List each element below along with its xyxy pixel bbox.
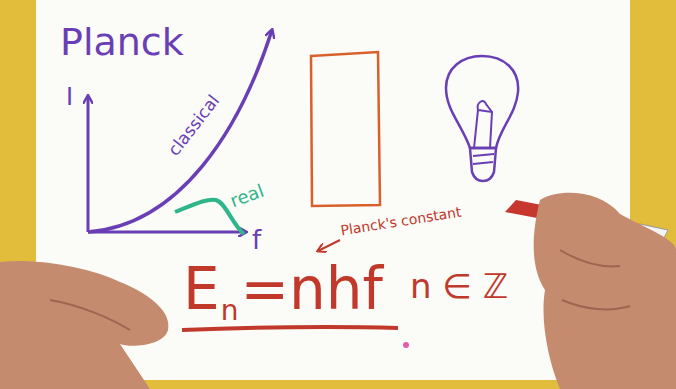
axis-label: f xyxy=(252,226,261,255)
intensity-axis xyxy=(87,96,90,232)
frequency-axis xyxy=(88,231,246,234)
bulb-glass xyxy=(446,56,518,148)
bulb-filament xyxy=(474,101,492,148)
note-label: Planck's constant xyxy=(340,205,463,239)
blackbody-box xyxy=(311,52,380,206)
bulb-base xyxy=(470,148,496,181)
curve-label: classical xyxy=(164,91,223,159)
marker-dot xyxy=(403,342,409,348)
formula-underline xyxy=(182,327,398,330)
formula-subscript: n xyxy=(221,296,239,327)
formula-part: E xyxy=(183,258,220,322)
right-hand xyxy=(534,193,676,389)
graph-title: Planck xyxy=(60,22,184,64)
curve-label: real xyxy=(228,181,267,211)
pointer-arrow xyxy=(318,240,340,251)
left-hand xyxy=(0,261,168,389)
axis-label: I xyxy=(66,84,73,110)
formula-part: =nhf xyxy=(240,258,383,322)
formula-set: n ∈ ℤ xyxy=(410,268,508,305)
